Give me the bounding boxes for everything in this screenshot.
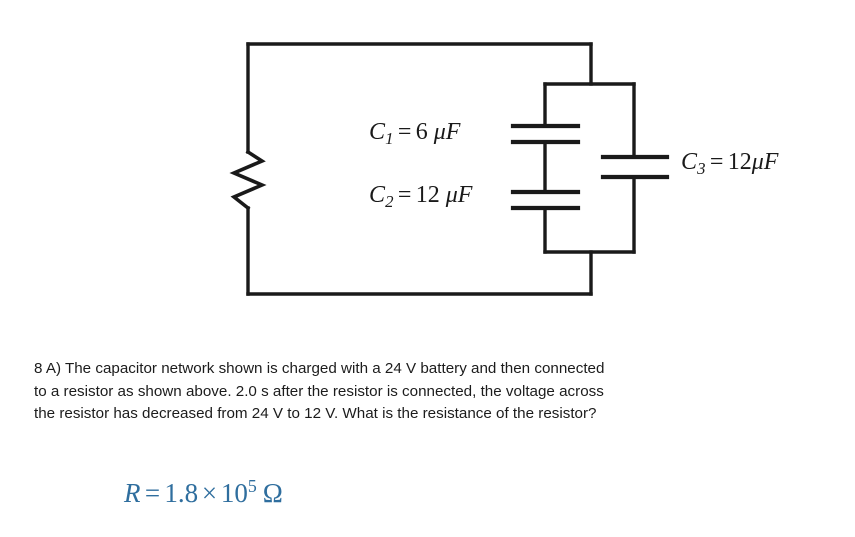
answer-symbol: R bbox=[124, 477, 141, 508]
capacitor-c2-label: C2=12 μF bbox=[369, 183, 472, 211]
answer-mantissa: 1.8 bbox=[164, 477, 199, 508]
c1-symbol: C bbox=[369, 119, 386, 145]
answer-exponent: 5 bbox=[247, 476, 257, 496]
answer-base: 10 bbox=[220, 477, 248, 508]
capacitor-c1-label: C1=6 μF bbox=[369, 120, 460, 148]
c2-subscript: 2 bbox=[385, 191, 394, 211]
c3-symbol: C bbox=[681, 149, 698, 175]
c1-equals: = bbox=[397, 119, 412, 145]
question-text: 8 A) The capacitor network shown is char… bbox=[34, 358, 834, 426]
c3-subscript: 3 bbox=[697, 158, 706, 178]
answer-equals: = bbox=[144, 477, 161, 508]
circuit-diagram: C1=6 μF C2=12 μF C3=12μF bbox=[229, 42, 778, 296]
question-line-1: 8 A) The capacitor network shown is char… bbox=[34, 360, 605, 377]
resistor-symbol bbox=[229, 149, 267, 211]
multiplication-sign-icon: × bbox=[201, 477, 218, 508]
circuit-svg bbox=[229, 42, 670, 296]
c3-value: 12 bbox=[727, 149, 752, 175]
c2-unit: μF bbox=[445, 182, 473, 208]
c2-value: 12 bbox=[415, 182, 440, 208]
question-line-2: to a resistor as shown above. 2.0 s afte… bbox=[34, 382, 604, 400]
answer-unit: Ω bbox=[262, 477, 283, 508]
capacitor-c3-label: C3=12μF bbox=[681, 150, 778, 178]
c1-value: 6 bbox=[415, 119, 428, 145]
c1-subscript: 1 bbox=[385, 128, 394, 148]
c1-unit: μF bbox=[433, 119, 461, 145]
c2-symbol: C bbox=[369, 182, 386, 208]
c3-unit: μF bbox=[751, 149, 779, 175]
c2-equals: = bbox=[397, 182, 412, 208]
question-line-3: the resistor has decreased from 24 V to … bbox=[34, 405, 597, 423]
c3-equals: = bbox=[709, 149, 724, 175]
